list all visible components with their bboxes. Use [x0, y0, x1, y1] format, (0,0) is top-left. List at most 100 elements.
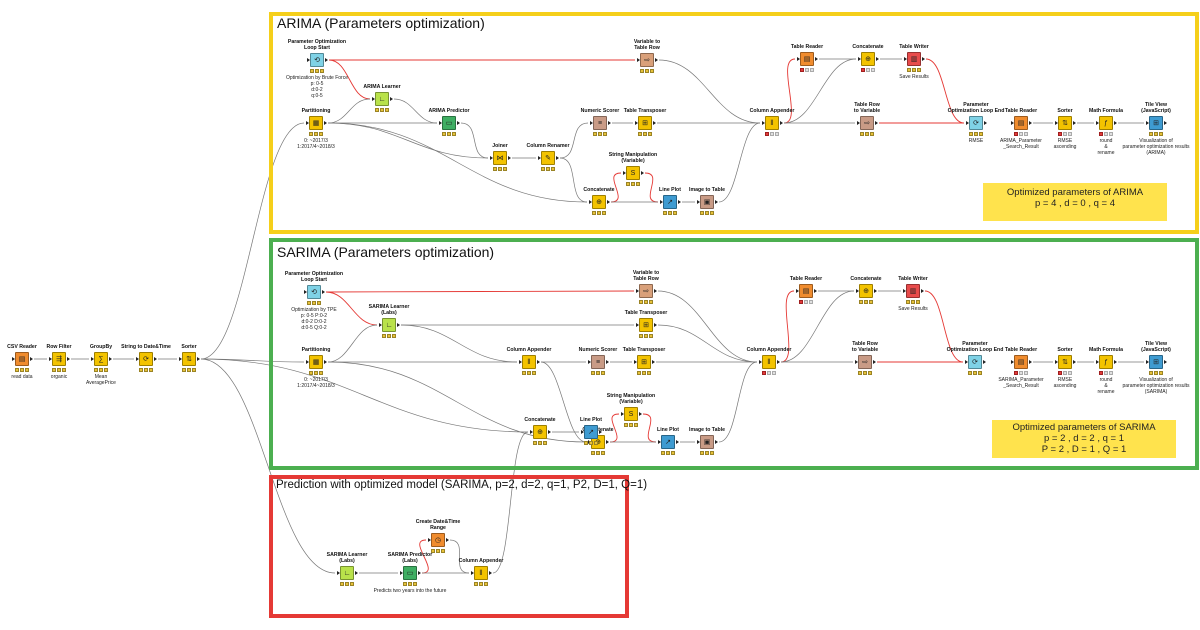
input-port[interactable]: [660, 200, 663, 204]
input-port[interactable]: [372, 97, 375, 101]
flow-variable-connection[interactable]: [325, 291, 378, 326]
input-port[interactable]: [306, 360, 309, 364]
input-port[interactable]: [855, 360, 858, 364]
output-port[interactable]: [875, 121, 878, 125]
input-port[interactable]: [179, 357, 182, 361]
output-port[interactable]: [390, 97, 393, 101]
data-connection[interactable]: [559, 122, 589, 159]
output-port[interactable]: [652, 360, 655, 364]
output-port[interactable]: [1073, 360, 1076, 364]
output-port[interactable]: [874, 289, 877, 293]
input-port[interactable]: [471, 571, 474, 575]
output-port[interactable]: [876, 57, 879, 61]
output-port[interactable]: [1029, 360, 1032, 364]
output-port[interactable]: [641, 171, 644, 175]
output-port[interactable]: [984, 121, 987, 125]
output-port[interactable]: [922, 57, 925, 61]
data-connection[interactable]: [559, 157, 588, 203]
input-port[interactable]: [965, 360, 968, 364]
input-port[interactable]: [762, 121, 765, 125]
input-port[interactable]: [530, 430, 533, 434]
input-port[interactable]: [519, 360, 522, 364]
input-port[interactable]: [658, 440, 661, 444]
output-port[interactable]: [457, 121, 460, 125]
input-port[interactable]: [1096, 360, 1099, 364]
data-connection[interactable]: [657, 324, 758, 363]
output-port[interactable]: [355, 571, 358, 575]
output-port[interactable]: [983, 360, 986, 364]
data-connection[interactable]: [393, 98, 438, 124]
input-port[interactable]: [306, 121, 309, 125]
output-port[interactable]: [715, 440, 718, 444]
input-port[interactable]: [439, 121, 442, 125]
data-connection[interactable]: [657, 290, 758, 363]
output-port[interactable]: [655, 58, 658, 62]
input-port[interactable]: [637, 58, 640, 62]
input-port[interactable]: [49, 357, 52, 361]
output-port[interactable]: [676, 440, 679, 444]
input-port[interactable]: [538, 156, 541, 160]
flow-variable-connection[interactable]: [644, 172, 659, 203]
output-port[interactable]: [814, 289, 817, 293]
input-port[interactable]: [1096, 121, 1099, 125]
output-port[interactable]: [537, 360, 540, 364]
output-port[interactable]: [556, 156, 559, 160]
input-port[interactable]: [856, 289, 859, 293]
output-port[interactable]: [109, 357, 112, 361]
input-port[interactable]: [634, 360, 637, 364]
data-connection[interactable]: [327, 324, 378, 363]
data-connection[interactable]: [200, 358, 529, 433]
output-port[interactable]: [607, 200, 610, 204]
input-port[interactable]: [307, 58, 310, 62]
input-port[interactable]: [904, 57, 907, 61]
input-port[interactable]: [400, 571, 403, 575]
output-port[interactable]: [678, 200, 681, 204]
output-port[interactable]: [780, 121, 783, 125]
input-port[interactable]: [697, 440, 700, 444]
input-port[interactable]: [379, 323, 382, 327]
input-port[interactable]: [588, 360, 591, 364]
output-port[interactable]: [777, 360, 780, 364]
output-port[interactable]: [548, 430, 551, 434]
data-connection[interactable]: [783, 58, 857, 124]
input-port[interactable]: [12, 357, 15, 361]
output-port[interactable]: [715, 200, 718, 204]
data-connection[interactable]: [718, 361, 758, 443]
flow-variable-connection[interactable]: [783, 58, 796, 124]
input-port[interactable]: [966, 121, 969, 125]
input-port[interactable]: [136, 357, 139, 361]
output-port[interactable]: [654, 323, 657, 327]
flow-variable-connection[interactable]: [328, 59, 371, 100]
output-port[interactable]: [30, 357, 33, 361]
data-connection[interactable]: [200, 358, 336, 574]
output-port[interactable]: [608, 121, 611, 125]
output-port[interactable]: [654, 289, 657, 293]
data-connection[interactable]: [327, 98, 371, 124]
output-port[interactable]: [67, 357, 70, 361]
output-port[interactable]: [324, 121, 327, 125]
data-connection[interactable]: [460, 122, 489, 159]
flow-variable-connection[interactable]: [925, 58, 965, 124]
output-port[interactable]: [653, 121, 656, 125]
input-port[interactable]: [1011, 360, 1014, 364]
output-port[interactable]: [325, 58, 328, 62]
input-port[interactable]: [623, 171, 626, 175]
data-connection[interactable]: [327, 122, 588, 203]
data-connection[interactable]: [200, 122, 305, 360]
output-port[interactable]: [873, 360, 876, 364]
output-port[interactable]: [1164, 121, 1167, 125]
input-port[interactable]: [490, 156, 493, 160]
flow-variable-connection[interactable]: [642, 413, 657, 443]
output-port[interactable]: [418, 571, 421, 575]
output-port[interactable]: [1114, 360, 1117, 364]
flow-variable-connection[interactable]: [780, 290, 795, 363]
input-port[interactable]: [697, 200, 700, 204]
input-port[interactable]: [589, 200, 592, 204]
output-port[interactable]: [1164, 360, 1167, 364]
data-connection[interactable]: [449, 539, 470, 574]
input-port[interactable]: [903, 289, 906, 293]
output-port[interactable]: [815, 57, 818, 61]
input-port[interactable]: [621, 412, 624, 416]
output-port[interactable]: [489, 571, 492, 575]
input-port[interactable]: [636, 289, 639, 293]
